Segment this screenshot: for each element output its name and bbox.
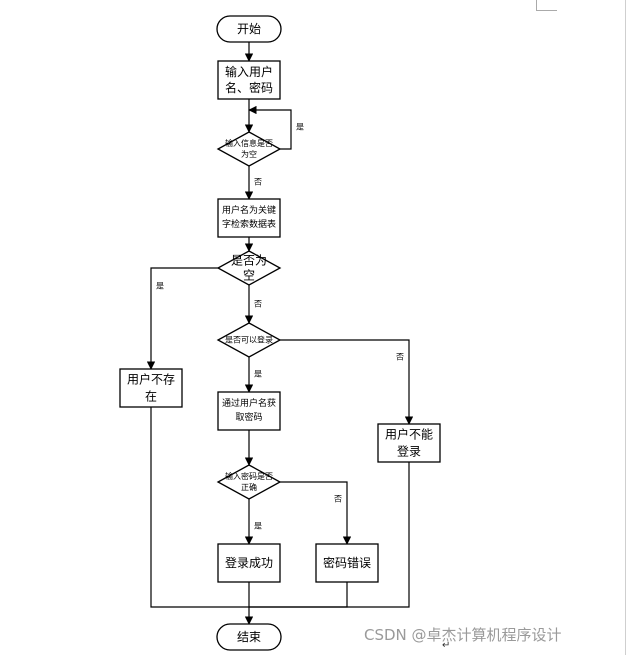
edge-label-password-no: 否 — [334, 495, 342, 504]
node-label: 结束 — [237, 630, 261, 644]
node-check-can-login: 是否可以登录 — [216, 322, 282, 358]
edge-label-can-login-yes: 是 — [254, 370, 262, 379]
node-label: 空 — [243, 269, 255, 283]
node-label: 用户名为关键 — [222, 204, 276, 216]
flow-connector — [146, 267, 218, 370]
page-corner-mark — [536, 0, 557, 11]
node-label: 输入信息是否 — [225, 138, 273, 148]
node-label: 输入密码是否 — [225, 471, 273, 481]
node-label: 在 — [145, 390, 157, 404]
node-label: 名、密码 — [225, 80, 273, 95]
node-label: 输入用户 — [225, 64, 273, 79]
flow-connector — [249, 582, 348, 608]
flow-connector — [249, 462, 410, 608]
watermark: CSDN @卓杰计算机程序设计 — [364, 626, 562, 644]
node-login-success: 登录成功 — [217, 543, 281, 583]
edge-label-result-empty-no: 否 — [254, 300, 262, 309]
edge-label-input-empty-yes: 是 — [296, 123, 304, 132]
flow-connector — [150, 407, 249, 608]
node-label: 是否可以登录 — [225, 335, 273, 345]
flow-connector — [280, 339, 414, 425]
node-end: 结束 — [216, 623, 282, 651]
node-start: 开始 — [216, 15, 282, 43]
page-edge-line — [625, 0, 626, 655]
node-label: 通过用户名获 — [222, 397, 276, 409]
edge-label-result-empty-yes: 是 — [156, 282, 164, 291]
paragraph-mark-icon: ↵ — [442, 640, 451, 651]
node-label: 是否为 — [231, 254, 267, 268]
node-label: 正确 — [241, 482, 257, 492]
node-password-error: 密码错误 — [315, 543, 379, 583]
edge-label-input-empty-no: 否 — [254, 178, 262, 187]
flow-connector — [280, 481, 352, 545]
node-label: 字检索数据表 — [222, 218, 276, 230]
node-label: 用户不能 — [385, 427, 433, 442]
flow-connector — [248, 105, 292, 150]
edge-label-password-yes: 是 — [254, 522, 262, 531]
node-label: 取密码 — [235, 411, 262, 423]
node-label: 登录成功 — [225, 555, 273, 570]
node-label: 登录 — [397, 444, 421, 459]
node-label: 开始 — [237, 22, 261, 36]
node-label: 用户不存 — [127, 372, 175, 387]
edge-label-can-login-no: 否 — [396, 353, 404, 362]
node-label: 密码错误 — [323, 555, 371, 570]
node-label: 为空 — [241, 149, 257, 159]
